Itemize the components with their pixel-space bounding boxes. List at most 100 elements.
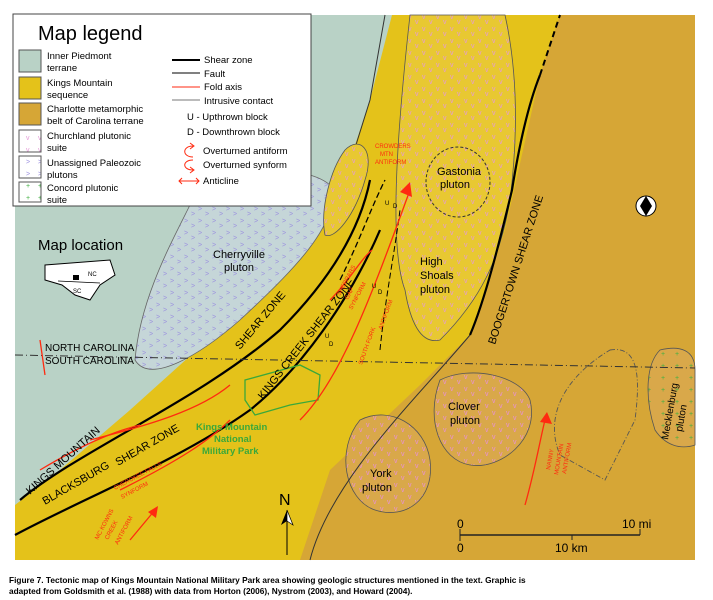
cherryville-label: Cherryville [213, 249, 265, 261]
legend-unit-label: Kings Mountain [47, 78, 112, 89]
caption-line: adapted from Goldsmith et al. (1988) wit… [9, 586, 413, 596]
sc-label: SOUTH CAROLINA [45, 356, 134, 367]
north-arrow-icon [286, 509, 294, 526]
gastonia-label: Gastonia [437, 166, 482, 178]
north-arrow: N [279, 492, 294, 555]
scale-mi-zero: 0 [457, 517, 464, 531]
fold-axis [39, 424, 141, 471]
gastonia-pluton [425, 146, 491, 218]
high-shoals-label: High [420, 256, 443, 268]
swatch-unassigned [18, 155, 42, 179]
fold-axes [39, 189, 546, 541]
york-pluton [345, 414, 431, 513]
state-line [14, 354, 696, 369]
upthrown-marker: U [385, 201, 389, 207]
scale-km-label: 10 km [555, 541, 588, 555]
legend-line-label: U - Upthrown block [187, 112, 268, 123]
downthrown-marker: D [329, 342, 334, 348]
legend-line-label: Overturned synform [203, 160, 287, 171]
plunge-arrow-icon [148, 506, 158, 518]
legend-line-label: Intrusive contact [204, 96, 274, 107]
high-shoals-pluton [395, 14, 516, 341]
north-arrow-icon [281, 510, 287, 525]
legend-frame [12, 13, 312, 207]
anticline-icon [178, 177, 200, 185]
legend-unit-label: terrane [47, 63, 77, 74]
mecklenburg-pluton [647, 347, 696, 448]
clover-label: Clover [448, 401, 480, 413]
high-shoals-label: Shoals [420, 270, 454, 282]
legend-unit-label: suite [47, 143, 67, 154]
kings-mountain-shear-zone-line [19, 179, 372, 501]
legend-unit-label: belt of Carolina terrane [47, 116, 144, 127]
caption-line: Figure 7. Tectonic map of Kings Mountain… [9, 575, 526, 585]
downthrown-marker: D [393, 204, 398, 210]
kings-creek-shear-zone-line [14, 229, 382, 536]
legend-line-label: Shear zone [204, 55, 253, 66]
upthrown-marker: U [325, 334, 329, 340]
legend-line-label: Anticline [203, 176, 239, 187]
swatch-kings-mountain [18, 76, 42, 100]
terrane-contact [309, 334, 471, 561]
mecklenburg-label: pluton [674, 404, 690, 433]
nanny-mountain-label: MOUNTAIN [554, 443, 565, 475]
upthrown-marker: U [372, 284, 376, 290]
swatch-inner-piedmont [18, 49, 42, 73]
nanny-mountain-label: ANTIFORM [562, 442, 573, 474]
clover-label: pluton [450, 415, 480, 427]
inset-sc-label: SC [73, 289, 82, 295]
legend-title: Map legend [38, 23, 143, 45]
boogertown-shear-zone-line [468, 74, 542, 336]
churchland-pluton-small [323, 143, 369, 236]
fold-axis [89, 384, 231, 441]
legend-line-label: Fold axis [204, 82, 242, 93]
overturned-antiform-icon [184, 142, 195, 158]
map-location-inset: Map location NC SC [38, 237, 123, 301]
legend-line-label: Overturned antiform [203, 146, 288, 157]
boogertown-shear-zone-inferred [539, 14, 561, 76]
overturned-synform-icon [184, 159, 195, 174]
plunge-arrow-icon [540, 412, 552, 424]
fault [339, 179, 386, 281]
swatch-charlotte [18, 102, 42, 126]
park-boundary [244, 364, 321, 416]
map-location-title: Map location [38, 237, 123, 254]
plunge-arrow-icon [400, 182, 412, 197]
legend-unit-label: plutons [47, 170, 78, 181]
scale-bar: 0 10 mi 0 10 km [457, 517, 651, 555]
york-label: pluton [362, 482, 392, 494]
legend-unit-label: Inner Piedmont [47, 51, 112, 62]
intrusive-contact [554, 349, 638, 481]
swatch-concord [18, 181, 42, 203]
scale-mi-label: 10 mi [622, 517, 651, 531]
small-pluton-symbol [640, 196, 652, 216]
legend-unit-label: Concord plutonic [47, 183, 119, 194]
sherrars-label: GAP [344, 287, 355, 301]
location-marker [73, 275, 79, 280]
sherrars-gap-synform-axis [329, 249, 373, 301]
tectonic-map: vv vv >> + v > + [12, 13, 696, 561]
nc-label: NORTH CAROLINA [45, 343, 135, 354]
park-label-line: Military Park [202, 446, 259, 457]
crowders-label: MTN [380, 152, 393, 158]
legend-line-label: Fault [204, 69, 225, 80]
downthrown-marker: D [378, 290, 383, 296]
legend-unit-label: sequence [47, 90, 88, 101]
legend-unit-label: suite [47, 195, 67, 206]
south-fork-antiform-axis [299, 189, 411, 421]
legend-line-label: D - Downthrown block [187, 127, 280, 138]
crowders-label: ANTIFORM [375, 160, 406, 166]
crowders-label: CROWDERS [375, 144, 411, 150]
legend-unit-label: Charlotte metamorphic [47, 104, 143, 115]
swatch-churchland [18, 129, 42, 153]
high-shoals-label: pluton [420, 284, 450, 296]
north-label: N [279, 492, 291, 509]
cherryville-label: pluton [224, 262, 254, 274]
figure-caption: Figure 7. Tectonic map of Kings Mountain… [9, 575, 609, 597]
legend-unit-label: Churchland plutonic [47, 131, 131, 142]
mckowns-creek-antiform-axis [129, 509, 156, 541]
park-label: Kings Mountain National Military Park [196, 422, 267, 457]
york-label: York [370, 468, 392, 480]
